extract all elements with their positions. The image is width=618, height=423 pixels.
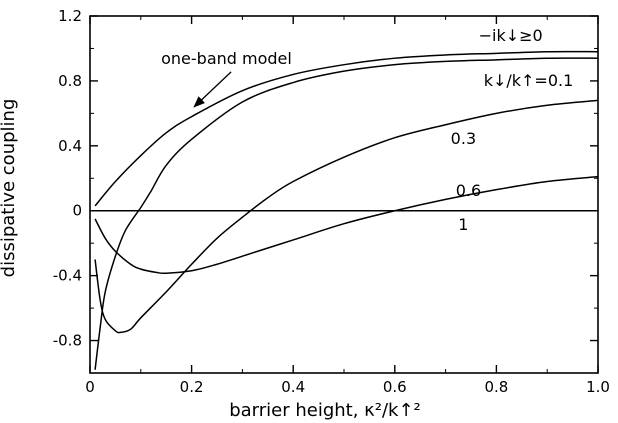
- series-line-0: [94, 50, 599, 207]
- annotation-label-1: −ik↓≥0: [479, 26, 543, 45]
- series-layer: [90, 50, 599, 370]
- x-tick-label: 0.6: [383, 378, 407, 396]
- x-tick-label: 0.8: [484, 378, 508, 396]
- annotation-arrow: [193, 71, 232, 108]
- series-line-1: [94, 57, 599, 370]
- plot-border: [89, 15, 599, 374]
- annotation-label-3: 0.3: [451, 129, 476, 148]
- y-tick-label: -0.4: [53, 267, 82, 285]
- series-line-2: [94, 99, 599, 334]
- x-axis-label: barrier height, κ²/k↑²: [229, 400, 421, 421]
- annotation-label-5: 1: [458, 215, 468, 234]
- y-tick-label: 0.8: [58, 72, 82, 90]
- y-tick-label: 0: [72, 202, 82, 220]
- annotation-label-0: one-band model: [161, 49, 292, 68]
- y-tick-label: 1.2: [58, 7, 82, 25]
- x-tick-label: 1.0: [586, 378, 610, 396]
- annotation-label-4: 0.6: [456, 181, 481, 200]
- series-line-3: [94, 175, 599, 275]
- x-tick-label: 0.2: [180, 378, 204, 396]
- annotations: one-band model −ik↓≥0 k↓/k↑=0.1 0.3 0.6 1: [161, 26, 573, 234]
- x-tick-label: 0.4: [281, 378, 305, 396]
- axis-ticks: 0 0.2 0.4 0.6 0.8 1.0 -0.8 -0.4 0 0.4 0.8 1.2: [53, 7, 610, 396]
- x-tick-label: 0: [85, 378, 95, 396]
- y-tick-label: 0.4: [58, 137, 82, 155]
- plot-frame: [89, 15, 599, 374]
- y-axis-label: dissipative coupling: [0, 99, 19, 278]
- annotation-label-2: k↓/k↑=0.1: [484, 71, 574, 90]
- y-tick-label: -0.8: [53, 332, 82, 350]
